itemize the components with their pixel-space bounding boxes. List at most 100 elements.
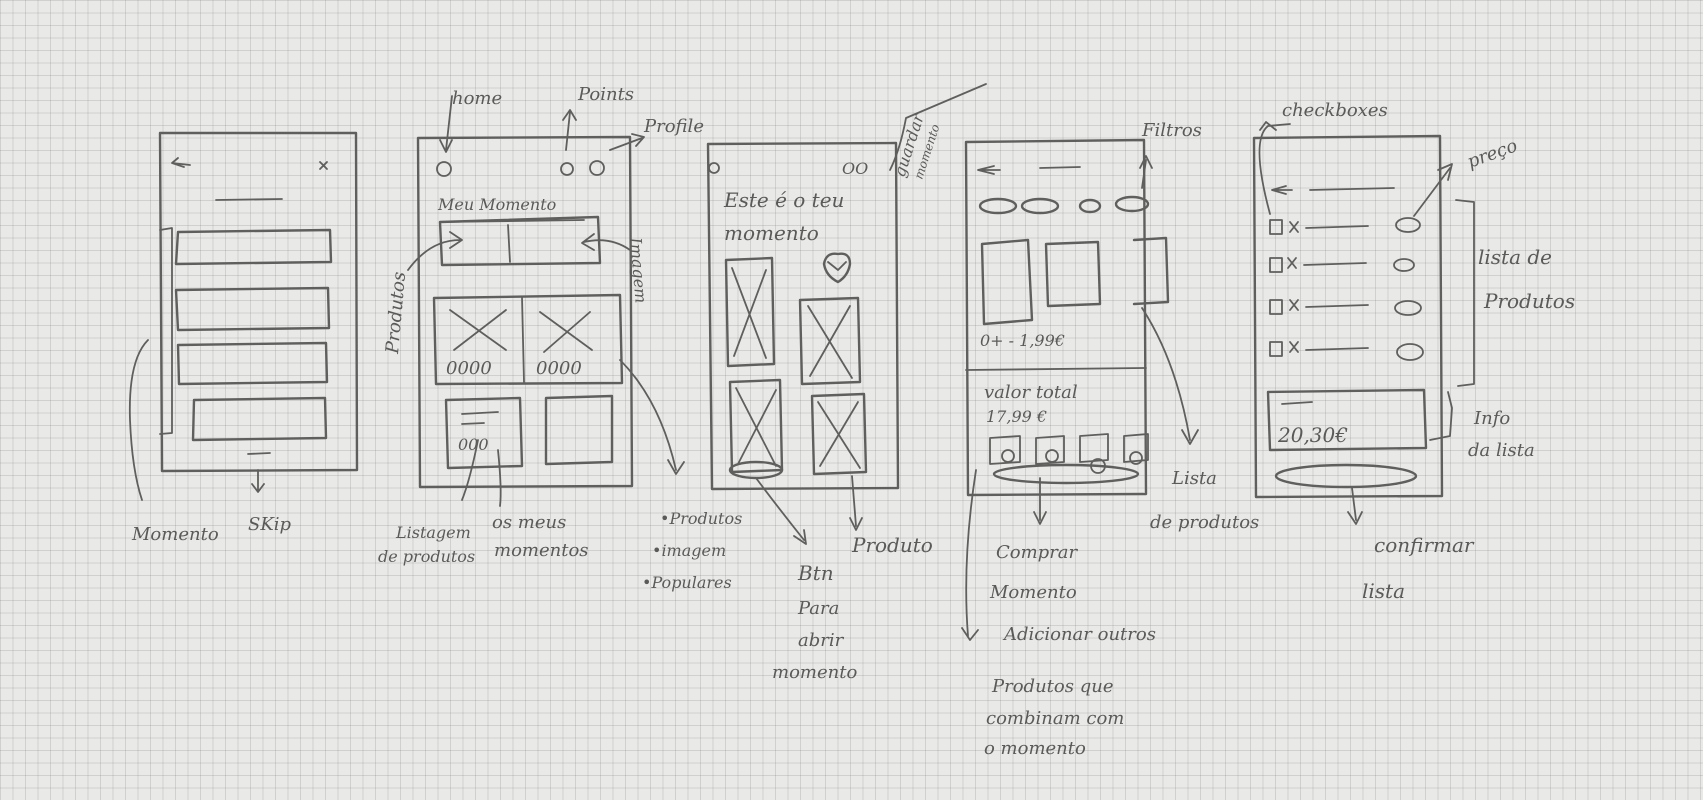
filter-chip[interactable] xyxy=(1114,195,1150,213)
annotation-adicionar: Adicionar outros xyxy=(1002,624,1156,645)
add-icon[interactable] xyxy=(1001,449,1015,463)
image-placeholder-icon xyxy=(731,267,767,359)
checkboxes-arrow-icon xyxy=(1258,121,1291,215)
annotation-filtros: Filtros xyxy=(1141,120,1202,141)
title-line xyxy=(1309,187,1395,191)
confirm-list-button[interactable] xyxy=(1274,463,1418,489)
annotation-btn-1: Btn xyxy=(797,561,834,585)
wireframe-screen-moment: OO Este é o teu momento guardar momento … xyxy=(706,83,987,683)
annotation-os-meus-1: os meus xyxy=(492,512,566,533)
lista-arrow-icon xyxy=(1141,307,1199,445)
annotation-preco: preço xyxy=(1465,135,1521,172)
info-bracket xyxy=(1429,391,1453,441)
image-placeholder-icon xyxy=(807,305,853,379)
banner-box xyxy=(438,215,602,267)
title-line xyxy=(1039,166,1081,169)
back-arrow-icon xyxy=(171,157,191,168)
banner-divider xyxy=(507,224,511,263)
checkbox[interactable] xyxy=(1269,219,1283,235)
image-placeholder-icon xyxy=(449,309,507,351)
annotation-lista-prod-1: lista de xyxy=(1478,245,1552,269)
annotation-os-meus-2: momentos xyxy=(494,540,589,561)
annotation-imagem: Imagem xyxy=(626,236,651,304)
add-product-thumb xyxy=(1123,433,1149,463)
profile-icon xyxy=(589,160,605,176)
product-image-placeholder xyxy=(798,296,862,386)
imagem-arrow-icon xyxy=(581,233,631,251)
grid-divider xyxy=(521,296,525,383)
phone-frame xyxy=(1252,134,1444,499)
wireframe-screen-onboarding: Momento SKip xyxy=(128,131,359,545)
products-grid xyxy=(432,293,624,386)
wireframe-screen-shop: 0+ - 1,99€ valor total 17,99 € Filtros L… xyxy=(961,120,1259,759)
annotation-info-2: da lista xyxy=(1468,440,1535,461)
comprar-arrow-icon xyxy=(1033,477,1047,525)
points-icon xyxy=(560,162,574,176)
annotation-skip: SKip xyxy=(248,514,292,535)
back-arrow-icon xyxy=(977,165,1001,175)
moment-heading-line-1: Este é o teu xyxy=(723,188,844,212)
add-product-thumb xyxy=(989,435,1021,465)
annotation-comprar-2: Momento xyxy=(989,582,1077,603)
list-row xyxy=(1269,341,1424,361)
onboarding-card xyxy=(176,341,329,386)
list-row xyxy=(1269,217,1421,235)
produtos-arrow-icon xyxy=(407,231,463,271)
phone-frame xyxy=(706,141,900,491)
price-bubble xyxy=(1395,217,1421,233)
annotation-home: home xyxy=(452,88,502,109)
buy-moment-button[interactable] xyxy=(992,463,1140,485)
annotation-combinam: combinam com xyxy=(986,708,1124,729)
checkbox[interactable] xyxy=(1269,299,1283,315)
produto-arrow-icon xyxy=(849,475,863,531)
annotation-produtos: Produtos xyxy=(382,271,410,355)
annotation-o-momento: o momento xyxy=(984,738,1086,759)
annotation-listagem-2: de produtos xyxy=(378,547,475,566)
add-icon[interactable] xyxy=(1129,451,1143,465)
profile-arrow-icon xyxy=(609,133,645,151)
annotation-produtos-que: Produtos que xyxy=(991,676,1113,697)
product-card xyxy=(980,238,1034,326)
adicionar-arrow-icon xyxy=(961,469,979,641)
price-bubble xyxy=(1394,300,1422,316)
heart-icon xyxy=(822,252,852,284)
list-card xyxy=(444,396,524,470)
annotation-comprar-1: Comprar xyxy=(996,542,1079,563)
checkbox[interactable] xyxy=(1269,257,1283,273)
annotation-bullet-produtos: •Produtos xyxy=(660,509,742,528)
heart-icon-detail xyxy=(827,261,847,271)
annotation-btn-2: Para xyxy=(797,598,839,619)
annotation-bullet-imagem: •imagem xyxy=(652,541,726,560)
card-text-lines xyxy=(461,411,499,425)
product-name-line xyxy=(1305,347,1369,351)
side-bracket xyxy=(159,227,173,435)
section-title: Meu Momento xyxy=(437,195,556,214)
add-icon[interactable] xyxy=(1045,449,1059,463)
guardar-arrow-icon xyxy=(889,83,987,171)
product-thumb-icon xyxy=(1287,257,1297,269)
checkbox[interactable] xyxy=(1269,341,1283,357)
moment-card xyxy=(544,394,614,466)
home-arrow-icon xyxy=(439,95,453,153)
product-name-line xyxy=(1305,225,1369,229)
annotation-produto: Produto xyxy=(851,533,933,557)
thumb-dots: 0000 xyxy=(446,358,492,379)
close-icon xyxy=(319,161,328,170)
filter-chip[interactable] xyxy=(1078,198,1102,214)
confirmar-arrow-icon xyxy=(1347,487,1363,525)
filter-chip[interactable] xyxy=(978,197,1018,215)
section-divider xyxy=(965,367,1147,371)
phone-frame xyxy=(964,138,1148,497)
home-icon xyxy=(436,161,452,177)
moment-heading-line-2: momento xyxy=(724,221,819,245)
product-name-line xyxy=(1305,304,1369,308)
list-row xyxy=(1269,299,1422,316)
add-product-thumb xyxy=(1035,435,1065,465)
annotation-lista-2: de produtos xyxy=(1150,512,1259,533)
total-label: valor total xyxy=(984,382,1078,403)
filter-chip[interactable] xyxy=(1020,197,1060,215)
onboarding-card xyxy=(191,396,328,442)
os-meus-arrow xyxy=(497,449,502,507)
annotation-confirmar-1: confirmar xyxy=(1374,533,1475,557)
